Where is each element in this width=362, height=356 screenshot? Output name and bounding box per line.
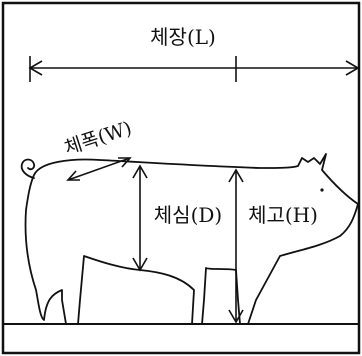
height-label: 체고(H) <box>248 203 318 227</box>
length-left-arrowhead <box>28 60 43 76</box>
width-arrow-line <box>67 157 131 181</box>
depth-bottom-arrowhead <box>132 257 148 272</box>
width-right-arrowhead <box>118 157 132 168</box>
pig-tail <box>20 158 36 179</box>
width-label: 체폭(W) <box>62 117 135 159</box>
length-right-arrowhead <box>345 60 360 76</box>
pig-eye <box>320 188 324 192</box>
height-bottom-arrowhead <box>228 309 244 324</box>
pig-body-outline <box>24 153 359 325</box>
height-top-arrowhead <box>228 168 244 183</box>
width-left-arrowhead <box>66 170 80 181</box>
depth-label: 체심(D) <box>154 203 222 227</box>
length-label: 체장(L) <box>150 25 216 49</box>
depth-top-arrowhead <box>132 164 148 179</box>
